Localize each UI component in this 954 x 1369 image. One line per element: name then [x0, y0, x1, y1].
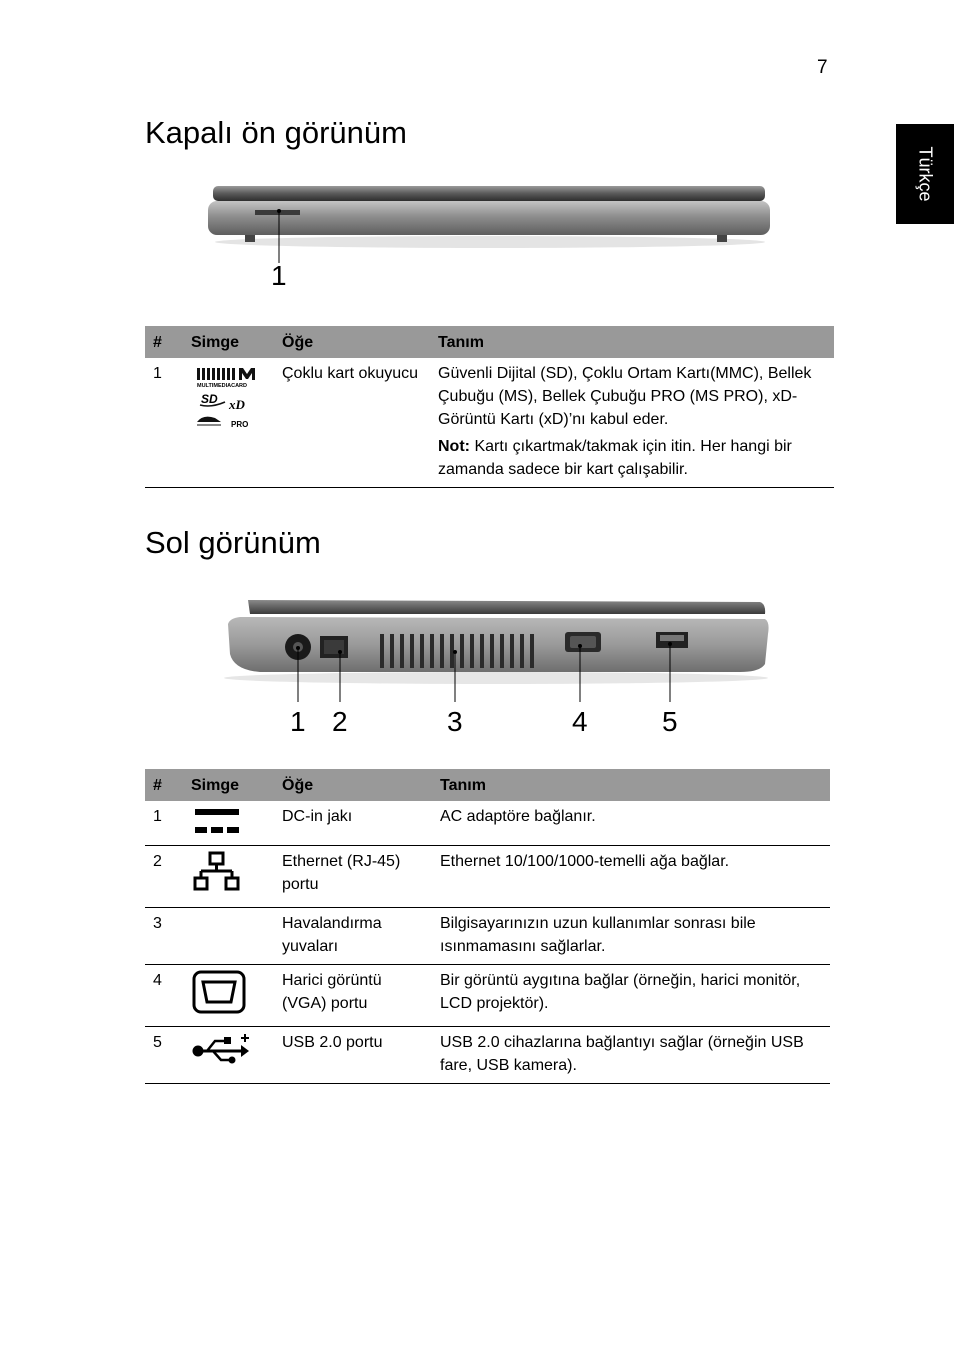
column-header-num: # — [145, 769, 183, 801]
front-view-laptop-image — [208, 186, 770, 248]
row-description: Bir görüntü aygıtına bağlar (örneğin, ha… — [432, 964, 830, 1027]
table-header-row: # Simge Öğe Tanım — [145, 769, 830, 801]
row-number: 3 — [145, 907, 183, 965]
row-icon-cell: MULTIMEDIACARD SD xD PRO — [183, 358, 274, 488]
row-description: Güvenli Dijital (SD), Çoklu Ortam Kartı(… — [438, 365, 812, 428]
table-row: 3 Havalandırma yuvaları Bilgisayarınızın… — [145, 907, 830, 965]
row-note: Not: Kartı çıkartmak/takmak için itin. H… — [438, 435, 826, 481]
table-row: 4 Harici görüntü (VGA) portu Bir görüntü… — [145, 964, 830, 1027]
row-item: Ethernet (RJ-45) portu — [274, 845, 432, 908]
front-view-title: Kapalı ön görünüm — [145, 115, 407, 150]
row-number: 1 — [145, 801, 183, 846]
row-number: 2 — [145, 845, 183, 908]
row-icon-cell — [183, 964, 274, 1027]
column-header-item: Öğe — [274, 769, 432, 801]
page-number: 7 — [817, 57, 828, 78]
left-view-callout-lines — [296, 642, 672, 702]
row-icon-cell — [183, 907, 274, 965]
table-row: 2 Ethernet (RJ-45) portu Ethernet 10/100… — [145, 845, 830, 908]
row-item: Harici görüntü (VGA) portu — [274, 964, 432, 1027]
row-item: Havalandırma yuvaları — [274, 907, 432, 965]
vga-icon — [192, 970, 246, 1014]
svg-text:xD: xD — [228, 397, 246, 412]
note-text: Kartı çıkartmak/takmak için itin. Her ha… — [438, 438, 792, 478]
row-number: 1 — [145, 358, 183, 488]
note-label: Not: — [438, 438, 470, 455]
left-callout-2: 2 — [332, 706, 348, 737]
left-callout-5: 5 — [662, 706, 678, 737]
row-number: 5 — [145, 1026, 183, 1084]
front-callout-1: 1 — [271, 260, 287, 291]
memory-card-logos-icon: MULTIMEDIACARD SD xD PRO — [197, 368, 255, 429]
row-item: USB 2.0 portu — [274, 1026, 432, 1084]
table-row: 1 DC-in jakı AC adaptöre bağlanır. — [145, 801, 830, 846]
table-row: 5 USB 2.0 portu U — [145, 1026, 830, 1084]
column-header-description: Tanım — [432, 769, 830, 801]
row-icon-cell — [183, 845, 274, 908]
left-callout-3: 3 — [447, 706, 463, 737]
row-item: DC-in jakı — [274, 801, 432, 846]
column-header-icon: Simge — [183, 326, 274, 358]
language-tab-label: Türkçe — [915, 146, 936, 202]
svg-text:PRO: PRO — [231, 420, 248, 429]
row-item: Çoklu kart okuyucu — [274, 358, 430, 488]
left-view-laptop-image — [224, 600, 769, 684]
left-view-table: # Simge Öğe Tanım 1 DC-in jakı AC adaptö… — [145, 769, 830, 1084]
row-description: USB 2.0 cihazlarına bağlantıyı sağlar (ö… — [432, 1026, 830, 1084]
left-callout-1: 1 — [290, 706, 306, 737]
svg-text:MULTIMEDIACARD: MULTIMEDIACARD — [197, 383, 247, 389]
ethernet-icon — [193, 851, 240, 891]
row-number: 4 — [145, 964, 183, 1027]
column-header-icon: Simge — [183, 769, 274, 801]
column-header-num: # — [145, 326, 183, 358]
row-description: Ethernet 10/100/1000-temelli ağa bağlar. — [432, 845, 830, 908]
dc-in-icon — [195, 809, 239, 833]
left-view-title: Sol görünüm — [145, 525, 321, 560]
language-tab: Türkçe — [896, 124, 954, 224]
row-icon-cell — [183, 1026, 274, 1084]
column-header-description: Tanım — [430, 326, 834, 358]
front-view-table: # Simge Öğe Tanım 1 MULTIMEDIACARD SD — [145, 326, 834, 488]
table-header-row: # Simge Öğe Tanım — [145, 326, 834, 358]
row-icon-cell — [183, 801, 274, 846]
left-callout-4: 4 — [572, 706, 588, 737]
table-row: 1 MULTIMEDIACARD SD xD P — [145, 358, 834, 488]
usb-icon — [192, 1034, 249, 1064]
row-description-cell: Güvenli Dijital (SD), Çoklu Ortam Kartı(… — [430, 358, 834, 488]
svg-text:SD: SD — [201, 392, 218, 406]
front-callout-line-1 — [277, 209, 281, 263]
row-description: Bilgisayarınızın uzun kullanımlar sonras… — [432, 907, 830, 965]
row-description: AC adaptöre bağlanır. — [432, 801, 830, 846]
column-header-item: Öğe — [274, 326, 430, 358]
